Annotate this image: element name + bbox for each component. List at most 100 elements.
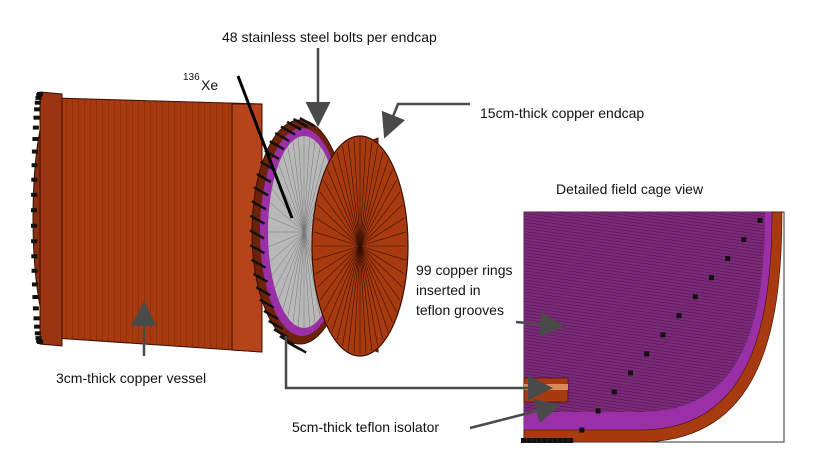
spoke-line bbox=[342, 146, 361, 247]
arrow-isolator bbox=[284, 336, 553, 401]
label-rings-1: 99 copper rings bbox=[416, 262, 513, 278]
spoke-line bbox=[359, 245, 403, 288]
arrow-rings bbox=[515, 311, 565, 337]
bolt-icon bbox=[268, 319, 284, 330]
spoke-line bbox=[303, 154, 326, 233]
spoke-line bbox=[315, 217, 361, 247]
bolt-icon bbox=[252, 272, 269, 283]
spoke-line bbox=[271, 231, 305, 276]
bolt-icon bbox=[33, 316, 40, 321]
bolt-icon bbox=[34, 107, 41, 112]
bolt-icon bbox=[259, 298, 275, 309]
bolt-icon bbox=[269, 140, 285, 151]
detail-inset bbox=[523, 211, 785, 443]
label-isotope: Xe bbox=[201, 77, 218, 93]
stainless-steel-bolts bbox=[249, 116, 315, 354]
bolt-icon bbox=[552, 438, 558, 443]
spoke-line bbox=[353, 138, 361, 247]
spoke-line bbox=[319, 191, 361, 247]
spoke-line bbox=[323, 180, 361, 247]
spoke-line bbox=[359, 217, 405, 247]
spoke-line bbox=[347, 245, 361, 351]
bolt-icon bbox=[741, 237, 747, 243]
bolt-icon bbox=[33, 115, 40, 120]
label-rings-3: teflon grooves bbox=[416, 302, 504, 318]
spoke-line bbox=[314, 231, 361, 247]
spoke-line bbox=[303, 231, 316, 324]
bolt-icon bbox=[725, 256, 731, 262]
bolt-icon bbox=[35, 336, 42, 341]
bolt-icon bbox=[32, 136, 39, 141]
spoke-line bbox=[287, 231, 305, 318]
spoke-line bbox=[278, 231, 305, 300]
bolt-icon bbox=[708, 275, 714, 281]
spoke-line bbox=[292, 140, 305, 233]
spoke-line bbox=[359, 204, 403, 247]
spoke-line bbox=[327, 245, 361, 323]
spoke-line bbox=[359, 245, 389, 332]
bolt-icon bbox=[32, 295, 39, 300]
spoke-line bbox=[314, 245, 361, 261]
spoke-line bbox=[359, 146, 378, 247]
spoke-line bbox=[278, 164, 305, 233]
bolt-icon bbox=[249, 229, 265, 240]
label-rings-2: inserted in bbox=[416, 282, 481, 298]
spoke-line bbox=[359, 245, 384, 340]
bolt-icon bbox=[526, 438, 532, 443]
spoke-line bbox=[303, 231, 310, 327]
bolt-icon bbox=[627, 370, 633, 376]
spoke-line bbox=[303, 146, 321, 233]
bolt-icon bbox=[692, 294, 698, 300]
bolt-icon bbox=[274, 131, 290, 143]
bolt-icon bbox=[31, 192, 38, 197]
spoke-line bbox=[359, 245, 406, 261]
bolt-icon bbox=[547, 438, 553, 443]
bolt-icon bbox=[286, 120, 302, 131]
bolt-icon bbox=[568, 438, 574, 443]
bolt-icon bbox=[562, 438, 568, 443]
label-vessel: 3cm-thick copper vessel bbox=[56, 370, 206, 386]
spoke-line bbox=[269, 231, 305, 262]
spoke-line bbox=[359, 231, 406, 247]
spoke-line bbox=[359, 180, 397, 247]
label-isolator: 5cm-thick teflon isolator bbox=[292, 419, 439, 435]
bolt-icon bbox=[611, 389, 617, 395]
bolt-icon bbox=[757, 218, 763, 223]
spoke-line bbox=[342, 245, 361, 346]
spoke-line bbox=[359, 245, 373, 351]
bolt-icon bbox=[541, 438, 547, 443]
bolt-icon bbox=[595, 408, 601, 414]
spoke-line bbox=[331, 245, 361, 332]
label-detail-title: Detailed field cage view bbox=[556, 181, 704, 197]
annotation-arrows bbox=[131, 48, 565, 430]
spoke-line bbox=[359, 245, 378, 346]
spoke-line bbox=[347, 141, 361, 247]
arrow-teflon-isolator bbox=[469, 398, 561, 430]
bolt-icon bbox=[249, 214, 266, 225]
inset-bolts bbox=[521, 218, 763, 443]
spoke-line bbox=[303, 140, 316, 233]
bolt-icon bbox=[280, 125, 296, 136]
spoke-line bbox=[359, 245, 397, 312]
spoke-line bbox=[336, 152, 361, 247]
bolt-icon bbox=[521, 438, 526, 443]
xe-track bbox=[236, 75, 294, 219]
bolt-icon bbox=[531, 438, 537, 443]
spoke-line bbox=[268, 231, 305, 248]
spoke-line bbox=[359, 138, 367, 247]
bolt-icon bbox=[249, 244, 265, 255]
bolt-icon bbox=[644, 351, 650, 357]
spoke-line bbox=[269, 202, 305, 233]
spoke-line bbox=[287, 146, 305, 233]
bolt-icon bbox=[251, 200, 267, 211]
spoke-line bbox=[359, 245, 405, 275]
spoke-line bbox=[298, 137, 305, 233]
spoke-line bbox=[359, 191, 401, 247]
bolt-icon bbox=[31, 268, 38, 273]
spoke-line bbox=[317, 245, 361, 288]
spoke-line bbox=[359, 141, 373, 247]
bolt-icon bbox=[263, 309, 279, 320]
spoke-line bbox=[359, 245, 393, 323]
